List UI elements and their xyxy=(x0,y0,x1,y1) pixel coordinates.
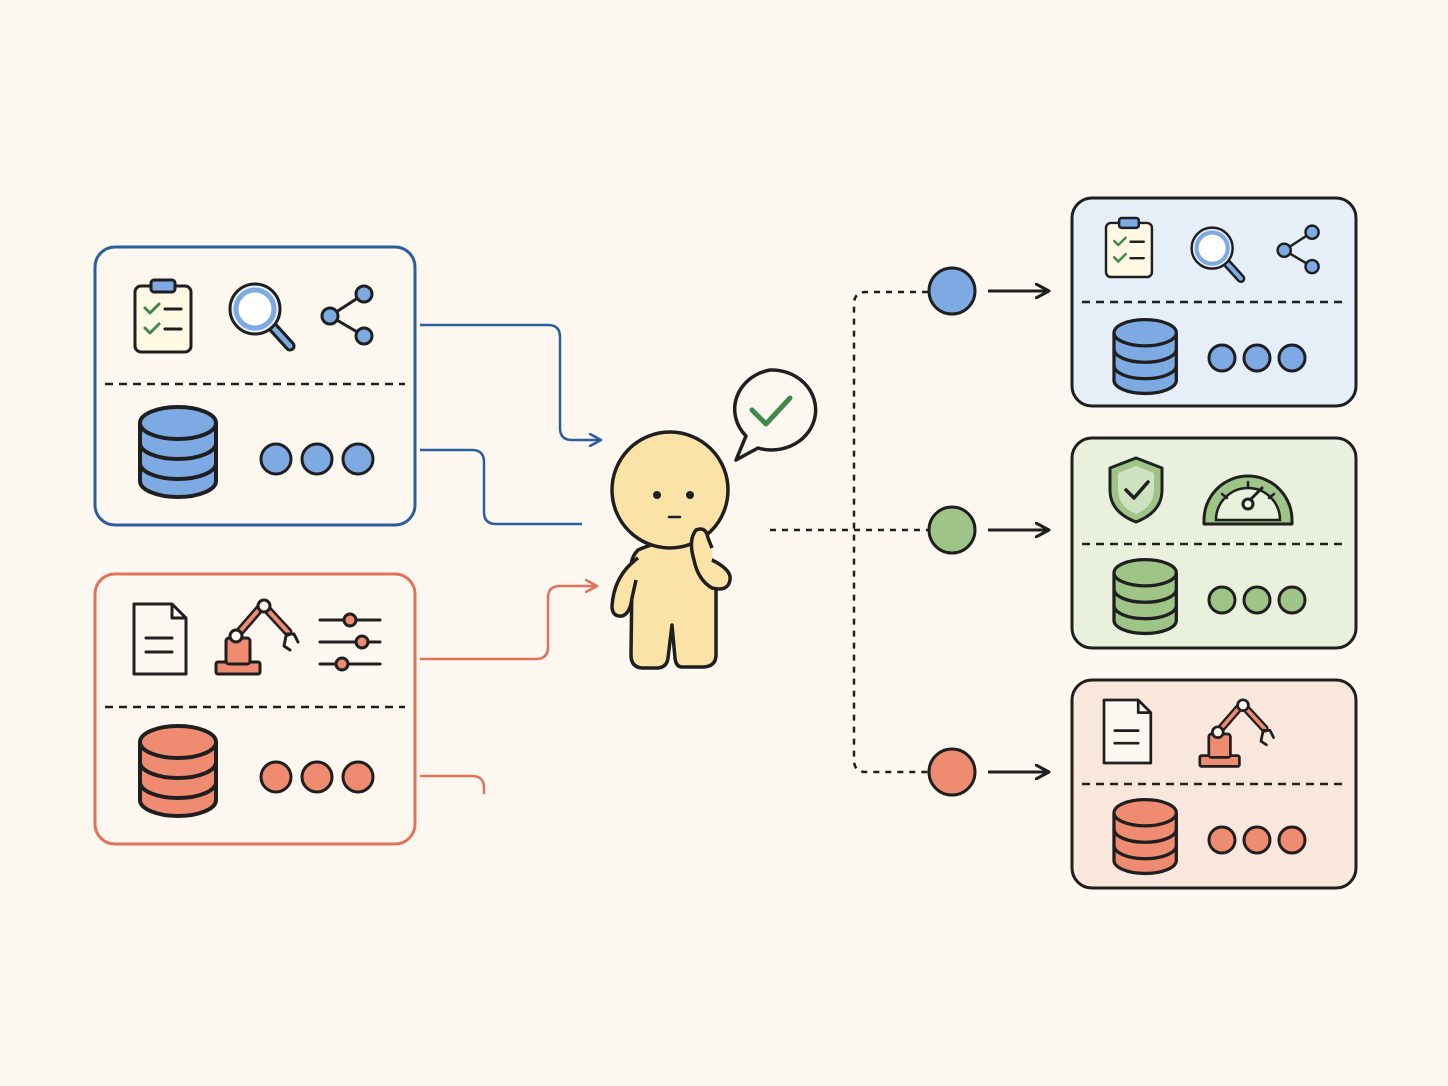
orange-connector-line xyxy=(420,774,486,794)
character-right-eye xyxy=(686,491,694,499)
shield-check-icon xyxy=(1108,456,1164,524)
speedometer-icon xyxy=(1202,474,1294,526)
three-dots xyxy=(259,442,375,476)
orange-source-panel xyxy=(93,572,417,846)
checkmark-icon xyxy=(749,395,793,427)
orange-node xyxy=(927,747,977,797)
blue-node xyxy=(927,266,977,316)
blue-arrow-to-character xyxy=(420,323,600,440)
blue-source-panel xyxy=(93,245,417,527)
robot-arm-icon xyxy=(214,598,300,676)
green-output-panel xyxy=(1070,436,1358,650)
character-right-arm xyxy=(689,527,732,591)
share-nodes-icon xyxy=(1276,224,1320,275)
clipboard-checklist-icon xyxy=(133,278,193,354)
output-connectors xyxy=(770,266,1048,797)
document-icon xyxy=(1102,698,1153,765)
three-dots xyxy=(1207,585,1307,615)
blue-connector-line xyxy=(420,448,582,526)
three-dots xyxy=(1207,343,1307,373)
green-node xyxy=(927,505,977,555)
orange-arrow-to-character xyxy=(420,586,596,661)
database-icon xyxy=(138,405,218,499)
character-left-eye xyxy=(653,491,661,499)
character-head xyxy=(610,430,730,550)
database-icon xyxy=(1112,798,1178,876)
blue-output-panel xyxy=(1070,196,1358,408)
share-nodes-icon xyxy=(320,284,374,346)
database-icon xyxy=(1112,558,1178,636)
speech-bubble xyxy=(732,368,818,462)
orange-output-panel xyxy=(1070,678,1358,890)
magnifier-icon xyxy=(1190,226,1246,283)
magnifier-icon xyxy=(228,282,296,352)
character-body xyxy=(629,539,718,670)
branch-dashed-line xyxy=(852,290,928,774)
input-connectors xyxy=(420,323,600,794)
three-dots xyxy=(259,760,375,794)
thinking-character xyxy=(610,430,732,670)
database-icon xyxy=(138,724,218,818)
clipboard-checklist-icon xyxy=(1104,216,1154,279)
character-left-arm xyxy=(610,556,640,618)
three-dots xyxy=(1207,825,1307,855)
sliders-icon xyxy=(318,612,382,672)
document-icon xyxy=(132,602,188,676)
robot-arm-icon xyxy=(1198,698,1275,768)
database-icon xyxy=(1112,318,1178,396)
